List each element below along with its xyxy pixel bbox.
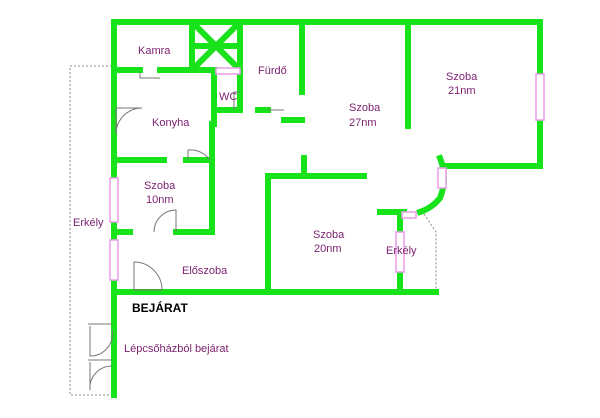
- door-eloszoba: [133, 261, 163, 291]
- door-szoba10: [153, 209, 177, 233]
- window-bay-1: [437, 167, 447, 189]
- walls: [111, 19, 543, 398]
- balcony-outline-left: [69, 65, 112, 396]
- window-erkely-left-2: [109, 239, 119, 281]
- door-kamra: [139, 72, 160, 79]
- label-wc: WC: [219, 91, 237, 103]
- door-konyha: [115, 107, 143, 135]
- door-konyha-bottom: [187, 149, 211, 161]
- label-szoba20-area: 20nm: [314, 243, 342, 255]
- label-entrance: BEJÁRAT: [132, 300, 188, 315]
- label-szoba27-area: 27nm: [349, 117, 377, 129]
- balcony-outline-right: [423, 213, 437, 292]
- label-szoba21-name: Szoba: [446, 71, 478, 83]
- doors: [88, 72, 284, 391]
- label-eloszoba: Előszoba: [182, 265, 228, 277]
- window-wc: [215, 67, 241, 75]
- door-stair-bottom: [88, 359, 113, 391]
- window-bay-2: [401, 211, 417, 219]
- label-furdo: Fürdő: [258, 65, 287, 77]
- window-szoba21: [535, 73, 545, 121]
- label-erkely-right: Erkély: [386, 245, 417, 257]
- door-wc: [233, 91, 240, 110]
- label-szoba10-area: 10nm: [146, 194, 174, 206]
- door-stair-top: [88, 323, 113, 357]
- label-szoba21-area: 21nm: [448, 85, 476, 97]
- label-szoba27-name: Szoba: [349, 102, 381, 114]
- label-szoba10-name: Szoba: [144, 180, 176, 192]
- label-kamra: Kamra: [138, 45, 171, 57]
- label-erkely-left: Erkély: [73, 217, 104, 229]
- label-szoba20-name: Szoba: [313, 229, 345, 241]
- label-konyha: Konyha: [152, 117, 190, 129]
- window-erkely-right: [395, 231, 405, 273]
- label-stair-entrance: Lépcsőházból bejárat: [124, 343, 229, 355]
- shaft-cross: [191, 21, 241, 71]
- windows: [109, 67, 545, 281]
- window-erkely-left-1: [109, 177, 119, 223]
